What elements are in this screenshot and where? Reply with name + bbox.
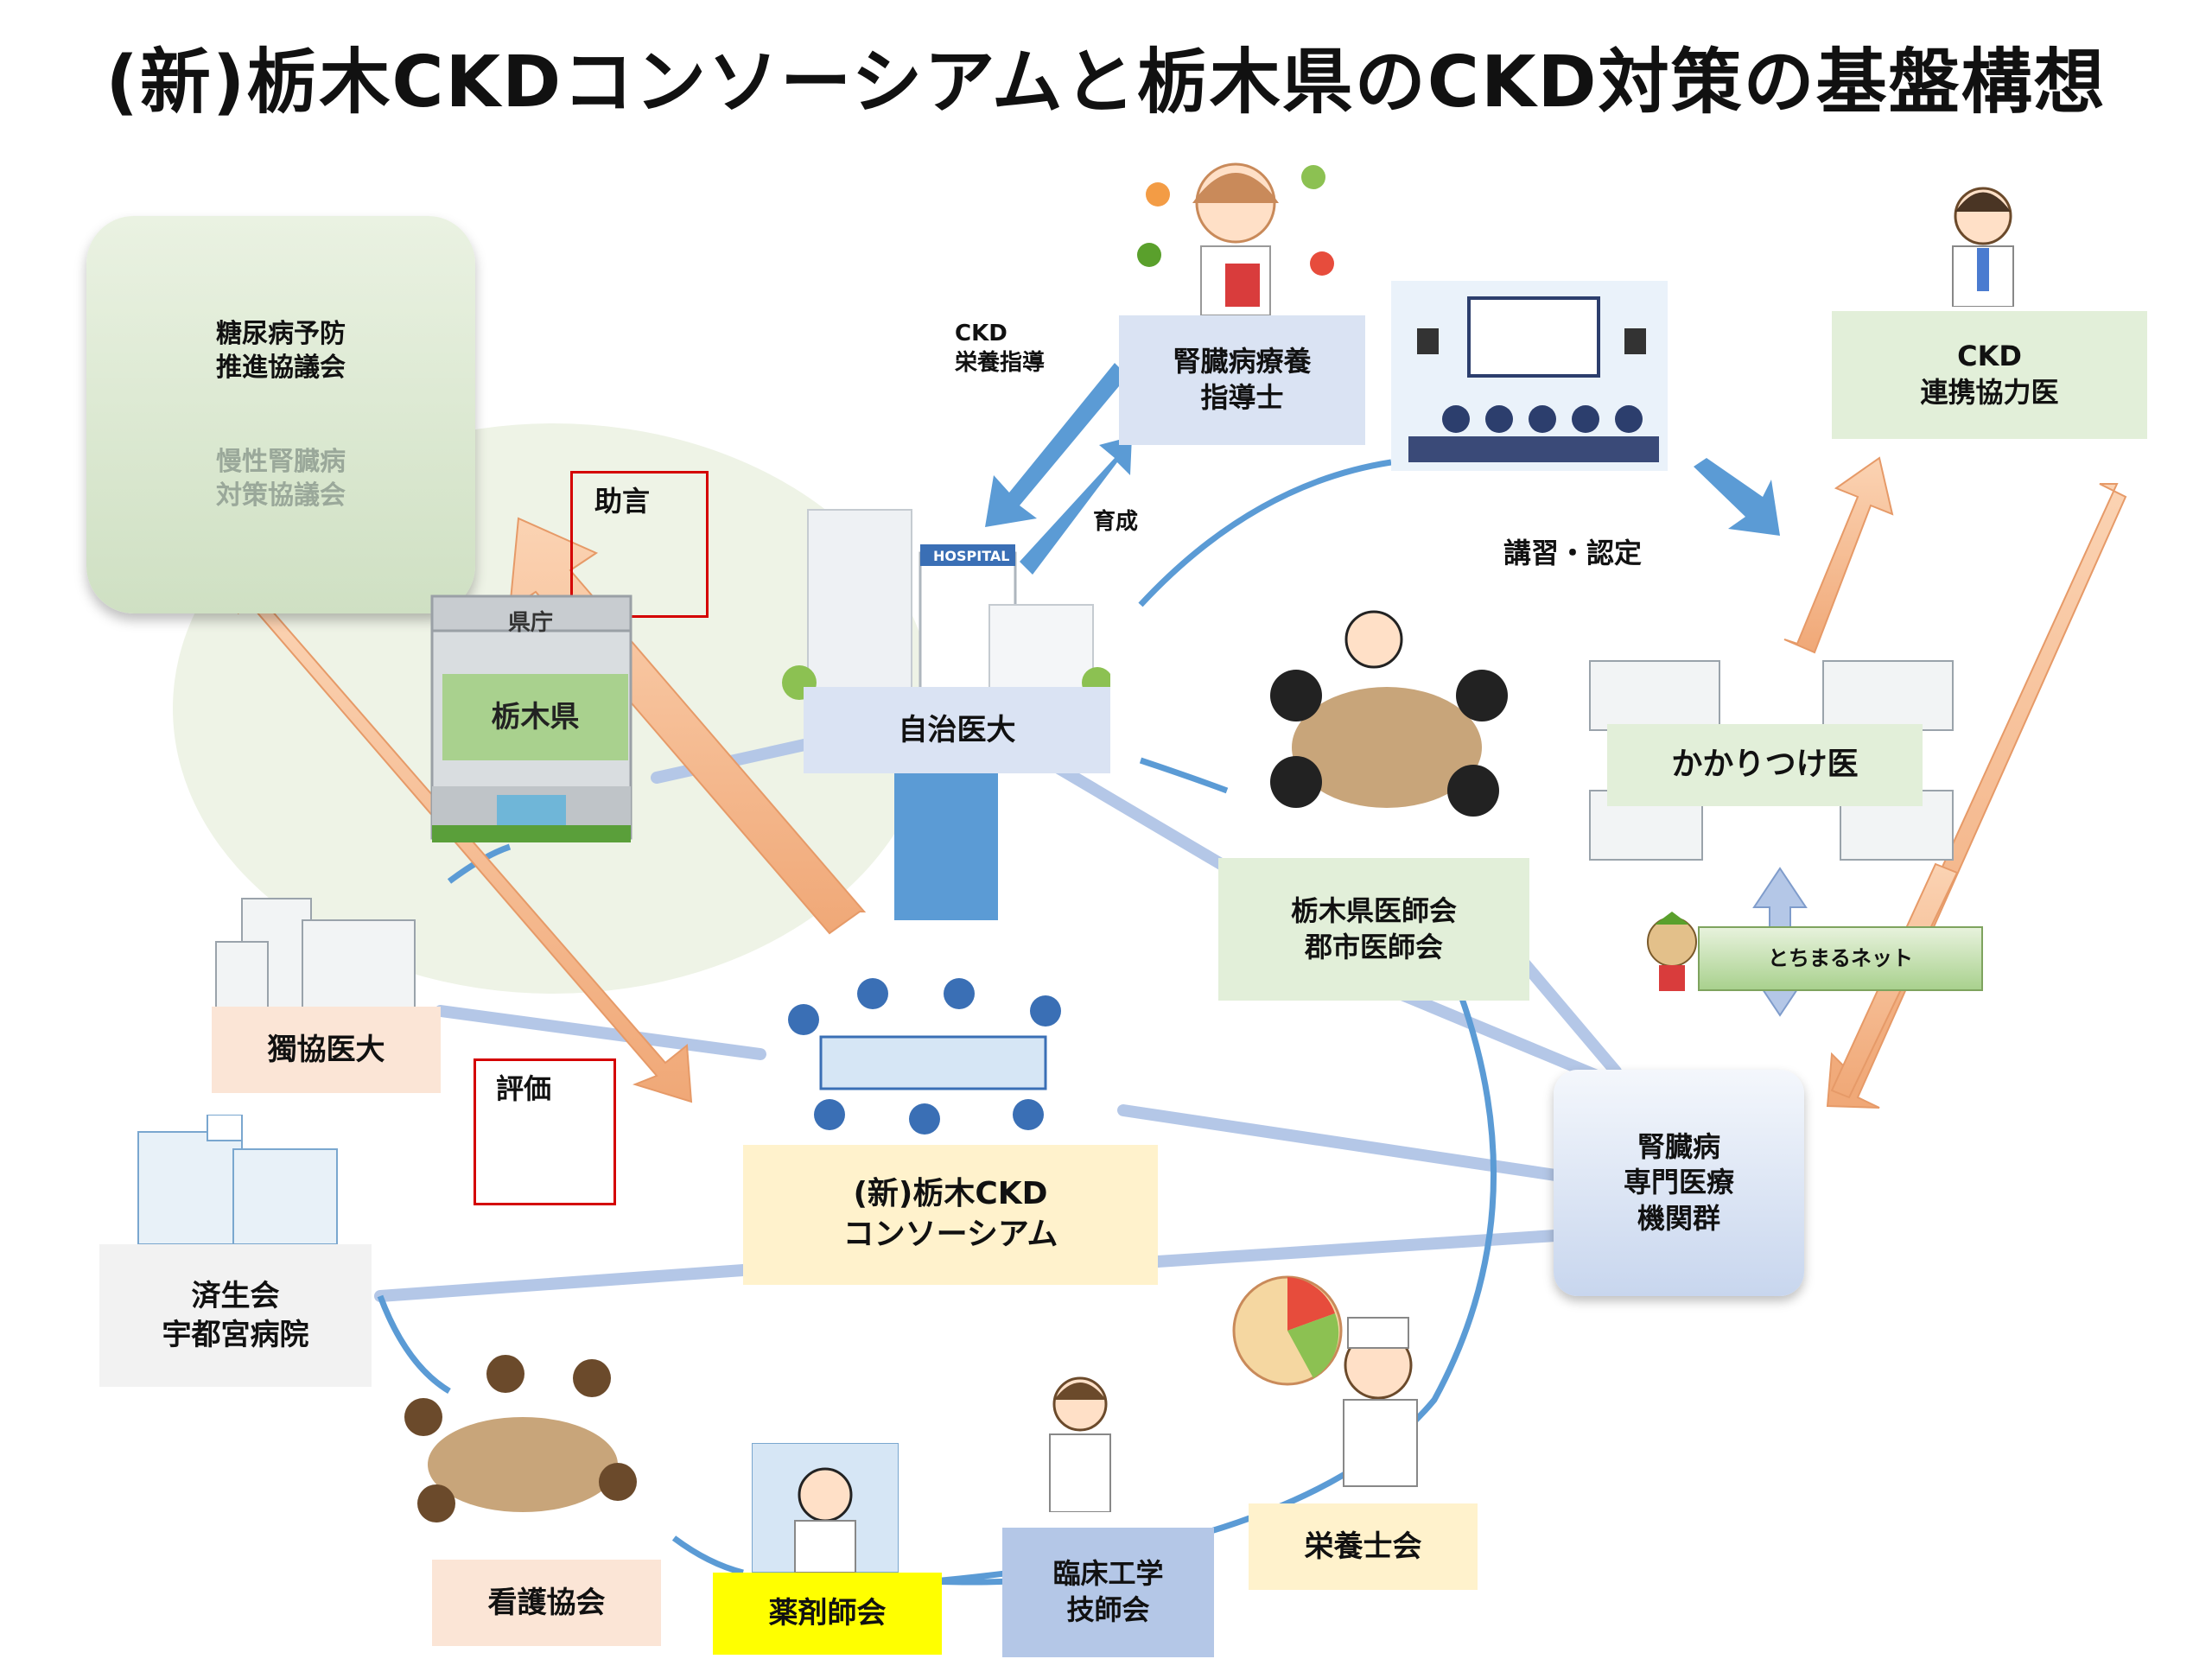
- pharmacist-label: 薬剤師会: [768, 1596, 887, 1631]
- ckd-doctor-box: CKD 連携協力医: [1832, 311, 2147, 439]
- specialist-line-2: 専門医療: [1623, 1166, 1734, 1199]
- kakaritsuke-label: かかりつけ医: [1671, 747, 1859, 783]
- evaluation-label: 評価: [496, 1072, 552, 1105]
- renal-dietitian-line-1: 腎臓病療養: [1173, 345, 1312, 378]
- specialist-line-3: 機関群: [1637, 1201, 1720, 1235]
- saiseikai-building-icon: [137, 1115, 338, 1244]
- saiseikai-line-1: 済生会: [191, 1279, 280, 1314]
- course-label: 講習・認定: [1503, 537, 1643, 569]
- clinical-engineer-icon: [1049, 1376, 1111, 1512]
- jichi-column: [894, 773, 998, 920]
- dietitian-person-icon: [1137, 162, 1334, 315]
- dokkyo-box: 獨協医大: [212, 1007, 441, 1093]
- nutrition-label: CKD 栄養指導: [955, 320, 1045, 378]
- nursing-label: 看護協会: [487, 1585, 606, 1620]
- medical-assoc-line-1: 栃木県医師会: [1290, 893, 1457, 927]
- training-label: 育成: [1093, 509, 1139, 535]
- page-title: (新)栃木CKDコンソーシアムと栃木県のCKD対策の基盤構想: [105, 41, 2107, 124]
- hospital-sign: HOSPITAL: [933, 548, 1010, 564]
- consortium-meeting-icon: [788, 978, 1061, 1135]
- ckd-doctor-line-2: 連携協力医: [1920, 376, 2059, 409]
- medical-assoc-line-2: 郡市医師会: [1304, 930, 1443, 963]
- nutrition-line-1: CKD: [955, 321, 1007, 346]
- council-line-3: 慢性腎臓病: [216, 447, 346, 477]
- lecture-scene-icon: [1391, 281, 1668, 471]
- saiseikai-line-2: 宇都宮病院: [162, 1317, 309, 1352]
- hospital-building-icon: [782, 509, 1110, 710]
- council-line-1: 糖尿病予防: [216, 319, 346, 349]
- kakaritsuke-box: かかりつけ医: [1607, 724, 1923, 806]
- evaluation-frame: [474, 1058, 616, 1205]
- jichi-label: 自治医大: [898, 712, 1016, 747]
- consortium-line-2: コンソーシアム: [842, 1217, 1058, 1252]
- prefecture-sign: 県庁: [508, 610, 554, 636]
- nurses-group-icon: [404, 1355, 637, 1522]
- jichi-box: 自治医大: [804, 687, 1110, 773]
- renal-dietitian-line-2: 指導士: [1200, 381, 1284, 414]
- tochimaru-mascot-icon: [1647, 912, 1697, 991]
- clinical-eng-box: 臨床工学 技師会: [1002, 1528, 1214, 1657]
- council-box: 糖尿病予防 推進協議会 慢性腎臓病 対策協議会: [86, 216, 475, 613]
- meeting-group-icon: [1270, 610, 1508, 817]
- saiseikai-box: 済生会 宇都宮病院: [99, 1244, 372, 1387]
- council-line-2: 推進協議会: [216, 353, 346, 383]
- dokkyo-label: 獨協医大: [267, 1032, 385, 1067]
- ckd-doctor-line-1: CKD: [1957, 340, 2022, 373]
- pharmacist-icon: [752, 1443, 899, 1573]
- advice-frame: [570, 471, 709, 618]
- tochimaru-label: とちまるネット: [1768, 945, 1913, 970]
- pharmacist-box: 薬剤師会: [713, 1573, 942, 1655]
- dietitian-assoc-label: 栄養士会: [1304, 1529, 1422, 1564]
- specialist-box: 腎臓病 専門医療 機関群: [1554, 1070, 1804, 1296]
- doctor-icon: [1952, 187, 2014, 307]
- renal-dietitian-box: 腎臓病療養 指導士: [1119, 315, 1365, 445]
- clinical-eng-line-2: 技師会: [1066, 1593, 1150, 1626]
- dietitian-chef-icon: [1232, 1275, 1418, 1487]
- tochigi-pref-box: 栃木県: [442, 674, 628, 760]
- advice-label: 助言: [594, 485, 651, 518]
- specialist-line-1: 腎臓病: [1637, 1129, 1720, 1163]
- consortium-box: (新)栃木CKD コンソーシアム: [743, 1145, 1158, 1285]
- dokkyo-building-icon: [215, 898, 416, 1011]
- nursing-box: 看護協会: [432, 1560, 661, 1646]
- tochigi-pref-label: 栃木県: [491, 699, 580, 734]
- tochimaru-box[interactable]: とちまるネット: [1698, 926, 1983, 991]
- blue-arrows: [985, 363, 1780, 575]
- dietitian-assoc-box: 栄養士会: [1249, 1503, 1478, 1590]
- council-line-4: 対策協議会: [216, 480, 346, 511]
- clinical-eng-line-1: 臨床工学: [1052, 1557, 1164, 1591]
- nutrition-line-2: 栄養指導: [955, 349, 1046, 376]
- consortium-line-1: (新)栃木CKD: [853, 1176, 1048, 1212]
- medical-assoc-box: 栃木県医師会 郡市医師会: [1218, 858, 1529, 1001]
